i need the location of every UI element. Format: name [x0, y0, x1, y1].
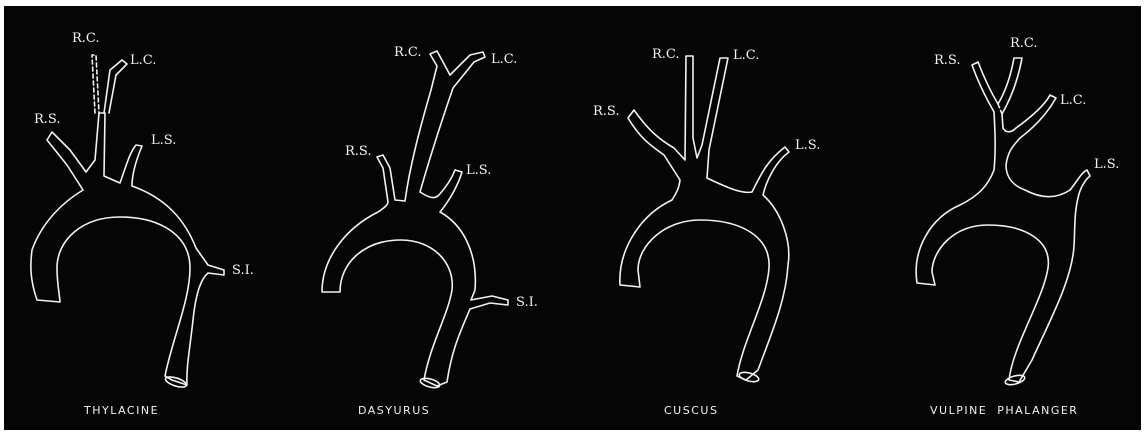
- thylacine-right-carotid: [92, 55, 99, 113]
- panel-thylacine: R.C. L.C. R.S. L.S. S.I. THYLACINE: [31, 31, 254, 417]
- cuscus-vessels: [620, 56, 789, 383]
- vulpine-phalanger-label-rs: R.S.: [934, 53, 961, 68]
- cuscus-aortic-arch: [620, 56, 789, 380]
- panel-cuscus: R.C. L.C. R.S. L.S. CUSCUS: [593, 47, 820, 417]
- cuscus-label-rs: R.S.: [593, 104, 620, 119]
- thylacine-label-rs: R.S.: [34, 112, 61, 127]
- dasyurus-vessels: [322, 51, 508, 389]
- thylacine-label-lc: L.C.: [130, 53, 156, 68]
- cuscus-caption: CUSCUS: [664, 404, 718, 417]
- panel-vulpine-phalanger: R.S. R.C. L.C. L.S. VULPINE PHALANGER: [916, 36, 1119, 417]
- vulpine-phalanger-rc-dash: [998, 104, 1002, 114]
- cuscus-label-rc: R.C.: [652, 47, 680, 62]
- thylacine-vessels: [31, 55, 224, 389]
- thylacine-label-ls: L.S.: [151, 133, 176, 148]
- thylacine-label-si: S.I.: [232, 263, 254, 278]
- dasyurus-label-rc: R.C.: [394, 45, 422, 60]
- thylacine-caption: THYLACINE: [83, 404, 159, 417]
- vulpine-phalanger-label-lc: L.C.: [1060, 93, 1086, 108]
- vulpine-phalanger-label-ls: L.S.: [1094, 157, 1119, 172]
- vulpine-phalanger-aorta-end: [1004, 374, 1025, 387]
- cuscus-label-ls: L.S.: [795, 138, 820, 153]
- dasyurus-label-si: S.I.: [516, 295, 538, 310]
- dasyurus-label-rs: R.S.: [345, 144, 372, 159]
- dasyurus-label-ls: L.S.: [466, 163, 491, 178]
- vulpine-phalanger-label-rc: R.C.: [1010, 36, 1038, 51]
- panel-dasyurus: R.C. L.C. R.S. L.S. S.I. DASYURUS: [322, 45, 538, 417]
- dasyurus-caption: DASYURUS: [358, 404, 430, 417]
- thylacine-aortic-arch: [31, 113, 224, 385]
- cuscus-label-lc: L.C.: [733, 48, 759, 63]
- thylacine-left-carotid: [104, 60, 127, 113]
- vulpine-phalanger-caption: VULPINE PHALANGER: [930, 404, 1078, 417]
- dasyurus-label-lc: L.C.: [491, 52, 517, 67]
- dasyurus-aortic-arch: [322, 51, 508, 386]
- thylacine-label-rc: R.C.: [72, 31, 100, 46]
